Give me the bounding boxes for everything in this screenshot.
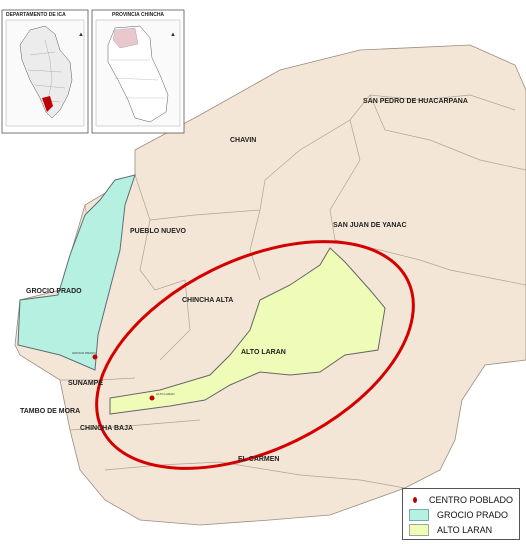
settlement-dot-alto-laran (149, 395, 155, 401)
legend-label: CENTRO POBLADO (428, 494, 513, 505)
chincha-province-region (112, 27, 139, 49)
inset-ica-map: DEPARTAMENTO DE ICA ▲ (1, 9, 89, 134)
label-pueblo-nuevo: PUEBLO NUEVO (130, 228, 187, 235)
legend-label: GROCIO PRADO (437, 509, 509, 520)
settlement-label-alto-laran: ALTO LARAN (156, 392, 174, 396)
inset-chincha-title: PROVINCIA CHINCHA (112, 12, 164, 18)
label-tambo-de-mora: TAMBO DE MORA (20, 408, 80, 415)
label-san-pedro: SAN PEDRO DE HUACARPANA (363, 98, 468, 105)
label-el-carmen: EL CARMEN (238, 456, 279, 463)
legend-item-grocio-prado: GROCIO PRADO (409, 507, 513, 522)
legend-item-centro-poblado: CENTRO POBLADO (409, 492, 513, 507)
north-arrow-icon: ▲ (78, 32, 84, 38)
label-chincha-alta: CHINCHA ALTA (182, 297, 233, 304)
alto-laran-area (109, 247, 386, 415)
legend-swatch (409, 523, 429, 536)
legend-label: ALTO LARAN (437, 524, 493, 535)
label-grocio-prado: GROCIO PRADO (26, 288, 82, 295)
ica-region (42, 96, 53, 112)
legend-dot-icon (413, 496, 417, 503)
legend: CENTRO POBLADO GROCIO PRADO ALTO LARAN (402, 488, 520, 540)
legend-item-alto-laran: ALTO LARAN (409, 522, 513, 537)
highlight-ellipse (95, 240, 415, 470)
grocio-prado-area (17, 174, 136, 371)
label-alto-laran: ALTO LARAN (241, 349, 286, 356)
label-chavin: CHAVIN (230, 137, 256, 144)
north-arrow-icon: ▲ (170, 32, 176, 38)
label-sunampe: SUNAMPE (68, 380, 103, 387)
label-chincha-baja: CHINCHA BAJA (80, 425, 133, 432)
settlement-dot-grocio-prado (92, 354, 98, 360)
peru-outline (19, 25, 73, 119)
inset-chincha-map: PROVINCIA CHINCHA ▲ (91, 9, 185, 134)
inset-ica-title: DEPARTAMENTO DE ICA (6, 12, 66, 18)
settlement-label-grocio-prado: GROCIO PRADO (72, 351, 96, 355)
legend-swatch (409, 508, 429, 521)
label-san-juan: SAN JUAN DE YANAC (333, 222, 407, 229)
